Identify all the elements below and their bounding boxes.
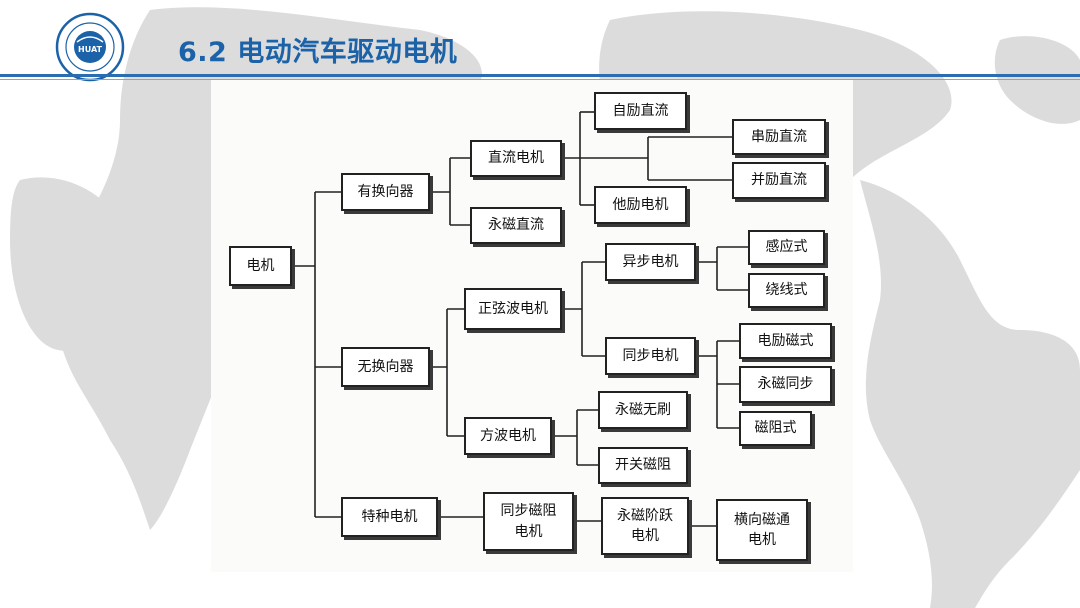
- node-pm-dc: 永磁直流: [470, 207, 562, 244]
- node-separately-excited: 他励电机: [594, 186, 687, 224]
- node-self-excited-dc: 自励直流: [594, 92, 687, 130]
- node-pm-stepper: 永磁阶跃 电机: [601, 497, 689, 555]
- node-sync-reluctance: 同步磁阻 电机: [483, 492, 574, 551]
- node-no-commutator: 无换向器: [341, 347, 430, 387]
- node-induction: 感应式: [748, 230, 825, 265]
- node-sine-wave-motor: 正弦波电机: [464, 288, 562, 330]
- node-pm-brushless: 永磁无刷: [598, 391, 688, 429]
- node-async-motor: 异步电机: [605, 243, 696, 281]
- node-commutator: 有换向器: [341, 173, 430, 211]
- slide-title: 6.2 电动汽车驱动电机: [178, 37, 458, 68]
- node-sync-motor: 同步电机: [605, 337, 696, 375]
- node-wound: 绕线式: [748, 273, 825, 308]
- node-dc-motor: 直流电机: [470, 140, 562, 177]
- motor-classification-diagram: 电机 有换向器 无换向器 特种电机 直流电机 永磁直流 自励直流 他励电机 串励…: [211, 80, 853, 572]
- node-series-dc: 串励直流: [732, 119, 826, 155]
- header-rule-thin: [0, 79, 1080, 80]
- node-special-motor: 特种电机: [341, 497, 438, 537]
- node-switched-reluctance: 开关磁阻: [598, 447, 688, 484]
- tree-connector-lines: [292, 111, 748, 527]
- node-shunt-dc: 并励直流: [732, 162, 826, 199]
- node-pm-sync: 永磁同步: [739, 366, 832, 403]
- university-seal-icon: HUAT: [55, 12, 125, 82]
- node-reluctance: 磁阻式: [739, 411, 812, 446]
- node-transverse-flux: 横向磁通 电机: [716, 499, 808, 561]
- header-rule: [0, 74, 1080, 77]
- logo-text: HUAT: [78, 45, 103, 54]
- node-square-wave-motor: 方波电机: [464, 417, 552, 455]
- node-electro-excited: 电励磁式: [739, 323, 832, 359]
- node-motor-root: 电机: [229, 246, 292, 286]
